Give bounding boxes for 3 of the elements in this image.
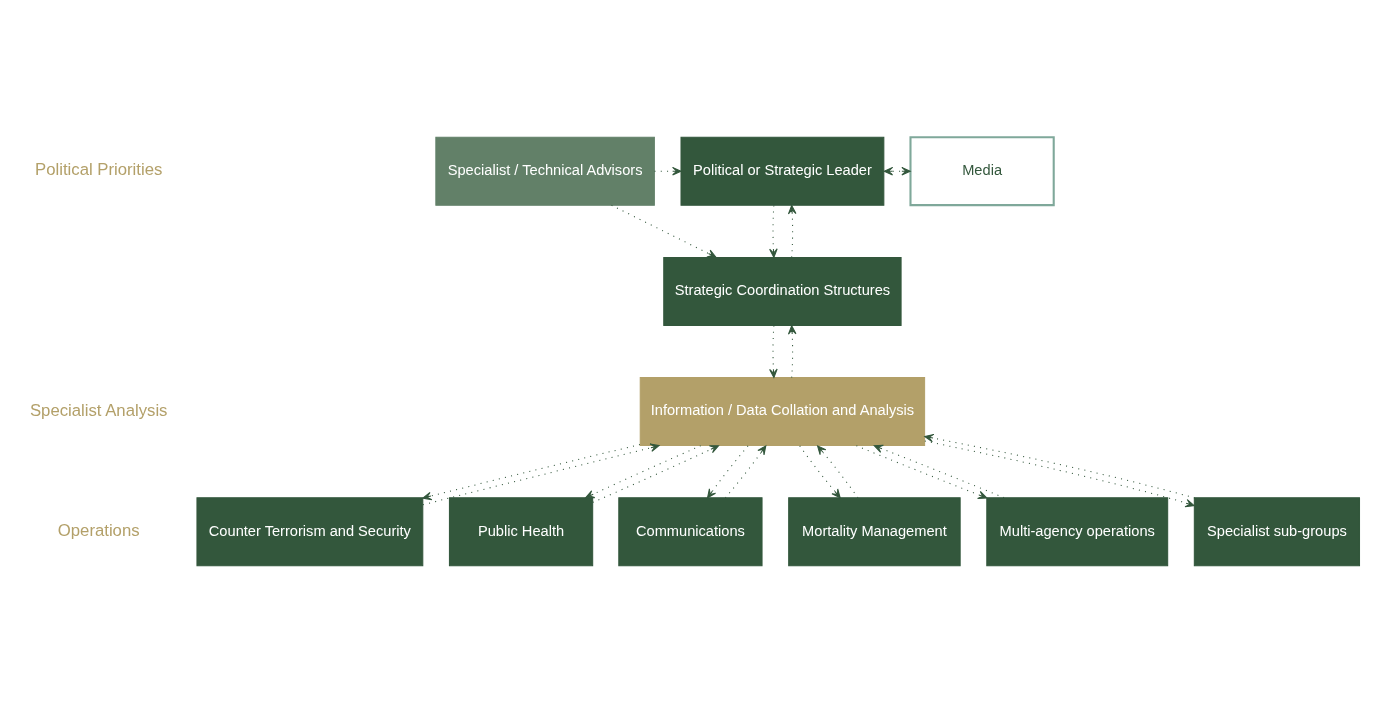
label: Operations	[57, 520, 140, 540]
label: Political Priorities	[35, 159, 163, 179]
label: Specialist Analysis	[29, 400, 168, 420]
